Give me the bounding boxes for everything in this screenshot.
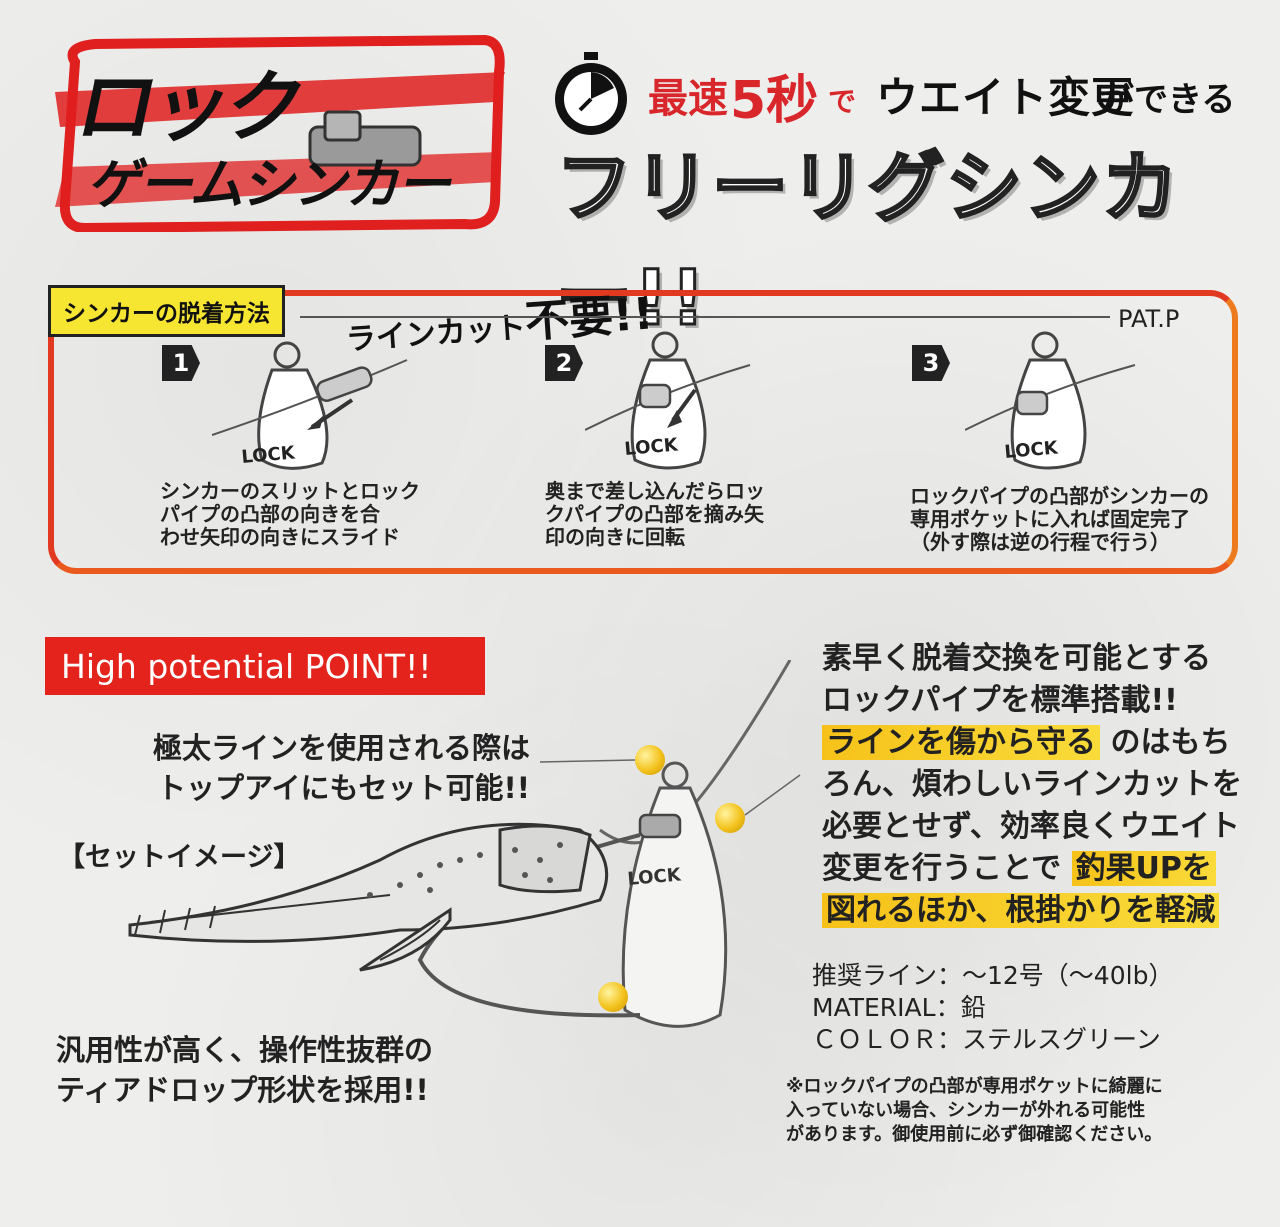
callout-top-eye: 極太ラインを使用される際は トップアイにもセット可能!!: [100, 728, 530, 808]
feature-highlight-catch-up: 釣果UPを: [1071, 851, 1216, 886]
feature-line: ろん、煩わしいラインカットを: [822, 767, 1242, 802]
callout-dot-lock-pipe: [715, 803, 745, 833]
callout-bottom-shape: 汎用性が高く、操作性抜群の ティアドロップ形状を採用!!: [56, 1030, 433, 1110]
step-1-number: 1: [162, 345, 200, 381]
rig-set-illustration: LOCK: [128, 660, 792, 1028]
feature-line-highlight-row: 図れるほか、根掛かりを軽減: [822, 890, 1262, 932]
spec-color: ＣＯＬＯＲ：ステルスグリーン: [812, 1025, 1161, 1054]
headline-de: で: [828, 85, 857, 118]
callout-leader-lines: [540, 759, 801, 816]
feature-highlight-protect-line: ラインを傷から守る: [822, 725, 1100, 760]
note-line: ※ロックパイプの凸部が専用ポケットに綺麗に: [786, 1076, 1163, 1097]
step-1-lock-label: LOCK: [241, 442, 297, 468]
step-2-lock-label: LOCK: [624, 434, 680, 460]
spec-list: 推奨ライン：〜12号（〜40lb） MATERIAL：鉛 ＣＯＬＯＲ：ステルスグ…: [812, 960, 1173, 1056]
step-3-description: ロックパイプの凸部がシンカーの 専用ポケットに入れば固定完了 （外す際は逆の行程…: [910, 485, 1209, 554]
step-1-sinker-illustration: LOCK: [212, 341, 408, 470]
step-3-text-line: （外す際は逆の行程で行う）: [910, 530, 1170, 554]
headline-dekiru: ができる: [1100, 80, 1236, 120]
feature-line-highlight-row: 変更を行うことで 釣果UPを: [822, 848, 1262, 890]
callout-bottom-line: ティアドロップ形状を採用!!: [56, 1073, 429, 1107]
step-2-sinker-illustration: LOCK: [585, 331, 751, 470]
step-1-description: シンカーのスリットとロック パイプの凸部の向きを合 わせ矢印の向きにスライド: [160, 480, 420, 549]
patent-pending: PAT.P: [1118, 305, 1180, 333]
high-potential-banner: High potential POINT!!: [45, 637, 485, 695]
step-2-text-line: 奥まで差し込んだらロッ: [545, 479, 765, 503]
headline-fast: 最速: [648, 76, 728, 122]
feature-line-highlight-row: ラインを傷から守る のはもち: [822, 722, 1262, 764]
set-image-label: 【セットイメージ】: [58, 842, 301, 873]
feature-highlight-snag-reduce: 図れるほか、根掛かりを軽減: [822, 893, 1220, 928]
step-3-sinker-illustration: LOCK: [965, 331, 1136, 470]
caution-note: ※ロックパイプの凸部が専用ポケットに綺麗に 入っていない場合、シンカーが外れる可…: [786, 1075, 1256, 1147]
step-2-text-line: 印の向きに回転: [545, 525, 685, 549]
step-1-text-line: シンカーのスリットとロック: [160, 479, 420, 503]
step-1-text-line: パイプの凸部の向きを合: [160, 502, 380, 526]
step-2-text-line: クパイプの凸部を摘み矢: [545, 502, 764, 526]
feature-line: 必要とせず、効率良くウエイト: [822, 809, 1240, 844]
step-3-text-line: ロックパイプの凸部がシンカーの: [910, 484, 1209, 508]
feature-description: 素早く脱着交換を可能とする ロックパイプを標準搭載!! ラインを傷から守る のは…: [822, 638, 1262, 932]
steps-section-label: シンカーの脱着方法: [48, 285, 285, 337]
feature-line-tail: のはもち: [1110, 725, 1231, 760]
callout-dot-teardrop: [598, 982, 628, 1012]
headline-seconds: 5秒: [730, 71, 819, 131]
step-1-text-line: わせ矢印の向きにスライド: [160, 525, 400, 549]
callout-top-line: トップアイにもセット可能!!: [156, 771, 530, 805]
step-3-lock-label: LOCK: [1004, 437, 1060, 463]
logo-brush-frame: [55, 34, 505, 232]
step-3-text-line: 専用ポケットに入れば固定完了: [910, 507, 1190, 531]
callout-bottom-line: 汎用性が高く、操作性抜群の: [56, 1033, 434, 1067]
step-2-number: 2: [545, 345, 583, 381]
step-2-description: 奥まで差し込んだらロッ クパイプの凸部を摘み矢 印の向きに回転: [545, 480, 765, 549]
rig-lock-label: LOCK: [627, 864, 683, 890]
logo-title-game-sinker: ゲームシンカー: [84, 152, 461, 216]
feature-line: ロックパイプを標準搭載!!: [822, 683, 1178, 718]
headline-free-rig-sinker: フリーリグシンカー!!: [555, 142, 1180, 344]
feature-line-head: 変更を行うことで: [822, 851, 1062, 886]
spec-line-recommended: 推奨ライン：〜12号（〜40lb）: [812, 961, 1174, 990]
stopwatch-icon: [555, 52, 627, 135]
attachment-steps-panel: [48, 290, 1238, 574]
note-line: 入っていない場合、シンカーが外れる可能性: [786, 1100, 1146, 1121]
step-3-number: 3: [912, 345, 950, 381]
callout-dot-top-eye: [635, 745, 665, 775]
callout-top-line: 極太ラインを使用される際は: [152, 731, 530, 765]
note-line: があります。御使用前に必ず御確認ください。: [786, 1124, 1163, 1145]
spec-material: MATERIAL：鉛: [812, 993, 986, 1022]
headline-weight-change: ウエイト変更: [876, 73, 1135, 122]
divider-line: [300, 316, 1110, 318]
feature-line: 素早く脱着交換を可能とする: [822, 641, 1212, 676]
